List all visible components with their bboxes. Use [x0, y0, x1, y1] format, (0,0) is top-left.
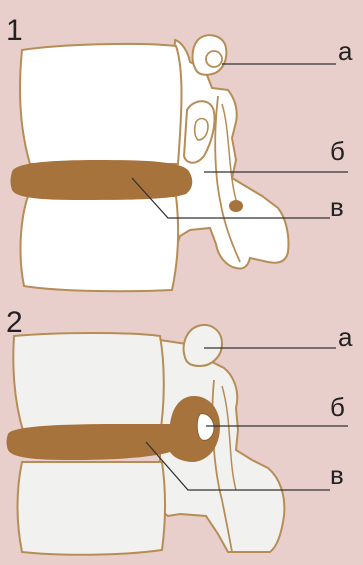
- panel-1-label-v: в: [330, 192, 344, 222]
- panel-2-lower-vertebral-body: [18, 462, 166, 555]
- panel-2: 2 а б в: [6, 306, 353, 555]
- panel-1-number: 1: [6, 14, 23, 47]
- panel-1: 1 а б в: [6, 14, 353, 291]
- panel-2-label-b: б: [330, 392, 345, 422]
- panel-1-label-a: а: [338, 36, 353, 66]
- panel-1-facet-mark: [229, 200, 243, 212]
- panel-2-label-a: а: [338, 322, 353, 352]
- panel-2-label-v: в: [330, 460, 344, 490]
- panel-2-articular-process-a: [184, 325, 222, 366]
- panel-2-upper-vertebral-body: [13, 333, 163, 434]
- panel-1-upper-vertebral-body: [20, 44, 181, 164]
- panel-1-label-b: б: [330, 136, 345, 166]
- panel-1-lower-vertebral-body: [21, 196, 179, 291]
- panel-2-number: 2: [6, 306, 23, 339]
- panel-1-disc: [11, 160, 193, 200]
